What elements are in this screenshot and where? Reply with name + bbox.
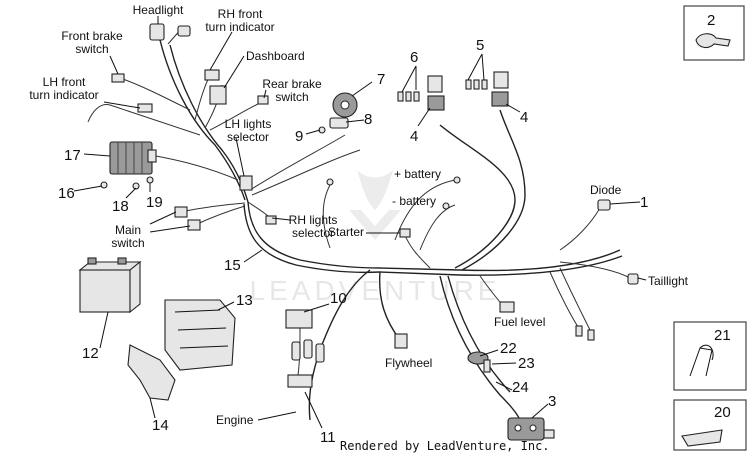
callout-23: 23 bbox=[518, 355, 535, 372]
relay-icon bbox=[285, 309, 313, 329]
inset-box-21 bbox=[673, 321, 747, 391]
label-engine: Engine bbox=[216, 413, 254, 427]
callout-18: 18 bbox=[112, 198, 129, 215]
battery-icon bbox=[78, 257, 142, 314]
rh-indicator-connector-icon bbox=[204, 69, 220, 81]
battery-positive-lead-icon bbox=[453, 176, 461, 184]
battery-positive-terminal-icon bbox=[326, 178, 334, 186]
mounting-bracket-icon bbox=[127, 344, 176, 401]
rear-brake-switch-icon bbox=[257, 95, 269, 105]
leader-lines bbox=[73, 16, 647, 429]
callout-numbers: 1 2 3 4 4 5 6 7 8 9 10 11 12 13 14 15 16… bbox=[58, 12, 731, 446]
callout-5: 5 bbox=[476, 37, 484, 54]
callout-8: 8 bbox=[364, 111, 372, 128]
callout-22: 22 bbox=[500, 340, 517, 357]
callout-19: 19 bbox=[146, 194, 163, 211]
horn-bracket-icon bbox=[329, 117, 349, 129]
nut-icon bbox=[132, 182, 140, 190]
label-battery-positive: + battery bbox=[394, 167, 441, 181]
starter-connector-icon bbox=[399, 228, 411, 238]
battery-negative-lead-icon bbox=[442, 202, 450, 210]
watermark: LEADVENTURE bbox=[250, 170, 501, 306]
components bbox=[78, 5, 747, 451]
label-headlight: Headlight bbox=[133, 3, 184, 17]
inset-box-20 bbox=[673, 399, 747, 451]
callout-4-left: 4 bbox=[410, 128, 418, 145]
lh-lights-selector-connector-icon bbox=[239, 175, 253, 191]
main-switch-icon bbox=[174, 206, 201, 231]
callout-21: 21 bbox=[714, 327, 731, 344]
dashboard-connector-icon bbox=[209, 85, 227, 105]
label-fuel-level: Fuel level bbox=[494, 315, 545, 329]
callout-11: 11 bbox=[320, 429, 336, 446]
callout-6: 6 bbox=[410, 49, 418, 66]
label-battery-negative: - battery bbox=[392, 194, 436, 208]
headlight-connector-icon bbox=[149, 23, 191, 41]
washer-icon bbox=[100, 181, 108, 189]
callout-17: 17 bbox=[64, 147, 81, 164]
rh-lights-selector-connector-icon bbox=[265, 215, 277, 225]
label-taillight: Taillight bbox=[648, 274, 689, 288]
flywheel-connector-icon bbox=[394, 333, 408, 349]
front-brake-switch-icon bbox=[111, 73, 125, 83]
label-diode: Diode bbox=[590, 183, 622, 197]
credit-text: Rendered by LeadVenture, Inc. bbox=[340, 439, 550, 453]
engine-connector-icon bbox=[287, 339, 325, 388]
callout-24: 24 bbox=[512, 379, 529, 396]
rear-connector-b-icon bbox=[587, 329, 595, 341]
diode-icon bbox=[597, 199, 611, 211]
callout-14: 14 bbox=[152, 417, 169, 434]
label-starter: Starter bbox=[328, 225, 364, 239]
starter-button-icon bbox=[467, 351, 491, 373]
horn-icon bbox=[332, 92, 358, 118]
voltage-regulator-icon bbox=[109, 141, 157, 175]
inset-box-2 bbox=[683, 5, 745, 61]
callout-16: 16 bbox=[58, 185, 75, 202]
watermark-text: LEADVENTURE bbox=[250, 275, 501, 306]
harness-wires bbox=[87, 21, 631, 426]
bolt-icon bbox=[146, 176, 154, 184]
battery-tray-icon bbox=[164, 299, 236, 371]
callout-7: 7 bbox=[377, 71, 385, 88]
label-dashboard: Dashboard bbox=[246, 49, 305, 63]
fuse-relay-right-icon bbox=[465, 71, 509, 107]
callout-3: 3 bbox=[548, 393, 556, 410]
callout-13: 13 bbox=[236, 292, 253, 309]
fuse-relay-left-icon bbox=[397, 75, 445, 111]
label-flywheel: Flywheel bbox=[385, 356, 432, 370]
taillight-connector-icon bbox=[627, 273, 639, 285]
callout-2: 2 bbox=[707, 12, 715, 29]
callout-20: 20 bbox=[714, 404, 731, 421]
callout-1: 1 bbox=[640, 194, 648, 211]
callout-4-right: 4 bbox=[520, 109, 528, 126]
watermark-logo-icon bbox=[349, 170, 401, 240]
rear-connector-a-icon bbox=[575, 325, 583, 337]
callout-12: 12 bbox=[82, 345, 99, 362]
starter-relay-icon bbox=[507, 417, 555, 441]
callout-15: 15 bbox=[224, 257, 241, 274]
callout-10: 10 bbox=[330, 290, 347, 307]
fuel-level-connector-icon bbox=[499, 301, 515, 313]
lh-indicator-connector-icon bbox=[137, 103, 153, 113]
callout-9: 9 bbox=[295, 128, 303, 145]
